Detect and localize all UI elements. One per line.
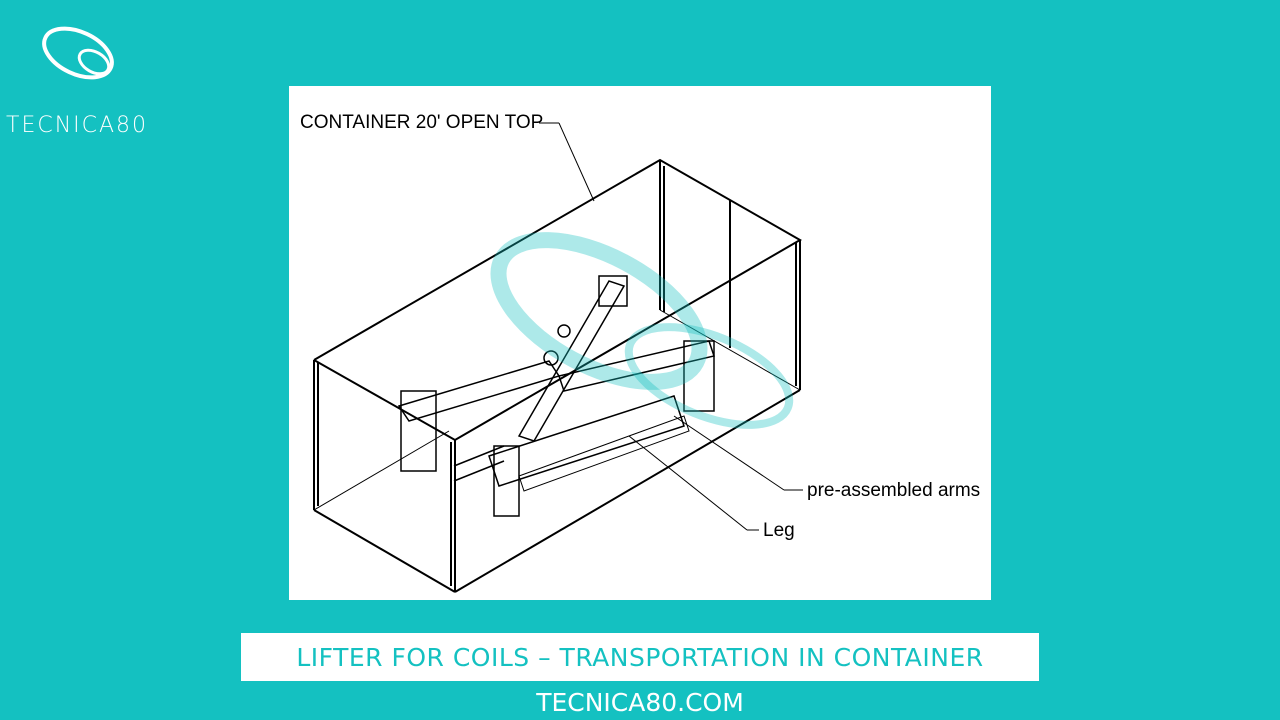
container-lifter-illustration (313, 122, 803, 593)
label-leg: Leg (763, 520, 795, 541)
caption-text: LIFTER FOR COILS – TRANSPORTATION IN CON… (296, 642, 984, 672)
brand-name: TECNICA80 (6, 113, 149, 138)
label-pre-assembled-arms: pre-assembled arms (807, 480, 981, 501)
tecnica80-swirl-logo-icon (42, 26, 114, 80)
brand-logo: TECNICA80 (0, 20, 170, 138)
caption-banner: LIFTER FOR COILS – TRANSPORTATION IN CON… (241, 633, 1039, 681)
website-link[interactable]: TECNICA80.COM (536, 688, 744, 717)
label-container: CONTAINER 20' OPEN TOP (300, 112, 544, 133)
highlight-swirl (490, 232, 794, 429)
technical-drawing: CONTAINER 20' OPEN TOP pre-assembled arm… (289, 86, 991, 600)
